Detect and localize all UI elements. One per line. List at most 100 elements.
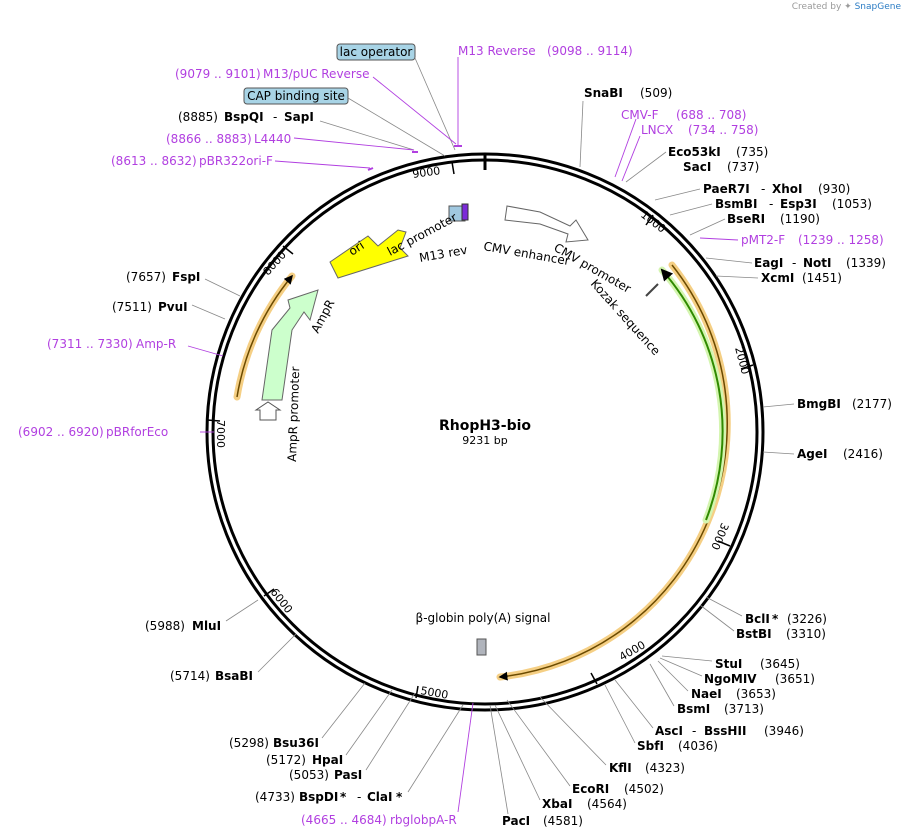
site-pasi-pos: (5053) — [289, 768, 329, 782]
site-hpai: HpaI — [312, 753, 343, 767]
ampr-promoter-feature — [254, 401, 282, 421]
site-ngomiv: NgoMIV — [704, 672, 757, 686]
site-stui-pos: (3645) — [760, 657, 800, 671]
credit-prefix: Created by — [791, 2, 842, 12]
site-pasi: PasI — [334, 768, 362, 782]
site-paci: PacI — [502, 814, 530, 828]
primer-lncx-range: (734 .. 758) — [688, 123, 758, 137]
tick-label-3000: 3000 — [708, 521, 731, 552]
site-kfli-pos: (4323) — [645, 761, 685, 775]
svg-text:-: - — [357, 790, 361, 804]
site-clai-star: * — [396, 790, 403, 804]
site-sbfi: SbfI — [637, 739, 664, 753]
primer-m13-reverse: M13 Reverse — [458, 44, 536, 58]
site-bspqi: BspQI — [224, 110, 264, 124]
site-bcli-star: * — [772, 612, 779, 626]
site-snabi: SnaBI — [584, 86, 623, 100]
gene-arrow — [660, 268, 724, 521]
site-sbfi-pos: (4036) — [678, 739, 718, 753]
site-mlui: MluI — [192, 619, 221, 633]
svg-text:-: - — [761, 182, 765, 196]
polya-label: β-globin poly(A) signal — [416, 611, 551, 625]
site-fspi-pos: (7657) — [126, 270, 166, 284]
site-bspdi-pos: (4733) — [255, 790, 295, 804]
site-hpai-pos: (5172) — [266, 753, 306, 767]
site-paer7i: PaeR7I — [703, 182, 750, 196]
site-bcli: BclI — [745, 612, 770, 626]
site-bsabi-pos: (5714) — [170, 669, 210, 683]
site-mlui-pos: (5988) — [145, 619, 185, 633]
ampr-feature — [261, 289, 319, 401]
site-bsabi: BsaBI — [215, 669, 253, 683]
primer-pmt2-f-range: (1239 .. 1258) — [798, 233, 884, 247]
site-xbai: XbaI — [542, 797, 572, 811]
site-xcmi-pos: (1451) — [802, 271, 842, 285]
ori-feature — [329, 229, 409, 279]
primer-lncx: LNCX — [641, 123, 673, 137]
cap-site-label: CAP binding site — [247, 89, 345, 103]
cap-site-box — [243, 87, 349, 105]
primer-pmt2-f: pMT2-F — [741, 233, 785, 247]
primer-cmv-f: CMV-F — [621, 108, 659, 122]
site-bseri: BseRI — [727, 212, 765, 226]
primer-m13-reverse-range: (9098 .. 9114) — [547, 44, 633, 58]
plasmid-name: RhopH3-bio — [439, 418, 531, 434]
primer-m13puc-reverse: M13/pUC Reverse — [263, 67, 370, 81]
site-bmgbi: BmgBI — [797, 397, 841, 411]
primer-m13puc-reverse-range: (9079 .. 9101) — [175, 67, 261, 81]
site-xhoi: XhoI — [772, 182, 803, 196]
primer-amp-r: Amp-R — [136, 337, 176, 351]
ticks: 1000 2000 3000 4000 5000 6000 7000 8000 … — [206, 161, 754, 702]
site-bsu36i-pos: (5298) — [229, 736, 269, 750]
site-bspdi: BspDI — [299, 790, 338, 804]
site-clai: ClaI — [367, 790, 392, 804]
site-bstbi-pos: (3310) — [786, 627, 826, 641]
site-ecori-pos: (4502) — [624, 782, 664, 796]
site-xhoi-pos: (930) — [818, 182, 850, 196]
snapgene-logo-icon: ✦ — [844, 2, 852, 12]
primer-pbr322ori-f: pBR322ori-F — [199, 154, 273, 168]
primers: M13 Reverse (9098 .. 9114) (9079 .. 9101… — [18, 44, 884, 827]
m13-rev-label: M13 rev — [418, 243, 468, 265]
site-saci-pos: (737) — [727, 160, 759, 174]
svg-text:-: - — [792, 256, 796, 270]
site-noti-pos: (1339) — [846, 256, 886, 270]
svg-text:-: - — [769, 197, 773, 211]
site-snabi-pos: (509) — [640, 86, 672, 100]
site-bcli-pos: (3226) — [787, 612, 827, 626]
site-bsshii: BssHII — [704, 724, 746, 738]
primer-pbr322ori-f-range: (8613 .. 8632) — [111, 154, 197, 168]
site-agei: AgeI — [797, 447, 827, 461]
site-naei: NaeI — [691, 687, 722, 701]
ampr-orange-arrow — [236, 274, 293, 398]
site-bsmi-pos: (3713) — [724, 702, 764, 716]
lac-operator-label: lac operator — [340, 45, 413, 59]
site-stui: StuI — [715, 657, 742, 671]
tick-label-2000: 2000 — [732, 345, 752, 375]
site-bseri-pos: (1190) — [780, 212, 820, 226]
snapgene-credit: Created by ✦ SnapGene — [792, 2, 901, 12]
site-bsmbi: BsmBI — [715, 197, 757, 211]
site-sapi-pos: (8885) — [178, 110, 218, 124]
site-esp3i: Esp3I — [780, 197, 817, 211]
site-sapi: SapI — [284, 110, 314, 124]
m13-rev-feature — [461, 203, 469, 221]
site-saci: SacI — [683, 160, 711, 174]
site-bsmi: BsmI — [677, 702, 710, 716]
svg-text:-: - — [692, 724, 696, 738]
site-bmgbi-pos: (2177) — [852, 397, 892, 411]
primer-l4440-range: (8866 .. 8883) — [166, 132, 252, 146]
site-paci-pos: (4581) — [543, 814, 583, 828]
site-eagi: EagI — [754, 256, 783, 270]
primer-rbglobpa-r-range: (4665 .. 4684) — [301, 813, 387, 827]
credit-brand: SnapGene — [854, 2, 901, 12]
gene-highlight — [658, 266, 727, 524]
site-bstbi: BstBI — [736, 627, 772, 641]
tick-label-8000: 8000 — [261, 249, 289, 279]
site-naei-pos: (3653) — [736, 687, 776, 701]
polya-feature — [476, 638, 487, 656]
primer-l4440: L4440 — [254, 132, 291, 146]
site-pvui-pos: (7511) — [112, 300, 152, 314]
site-xbai-pos: (4564) — [587, 797, 627, 811]
primer-pbrforeco-range: (6902 .. 6920) — [18, 425, 104, 439]
